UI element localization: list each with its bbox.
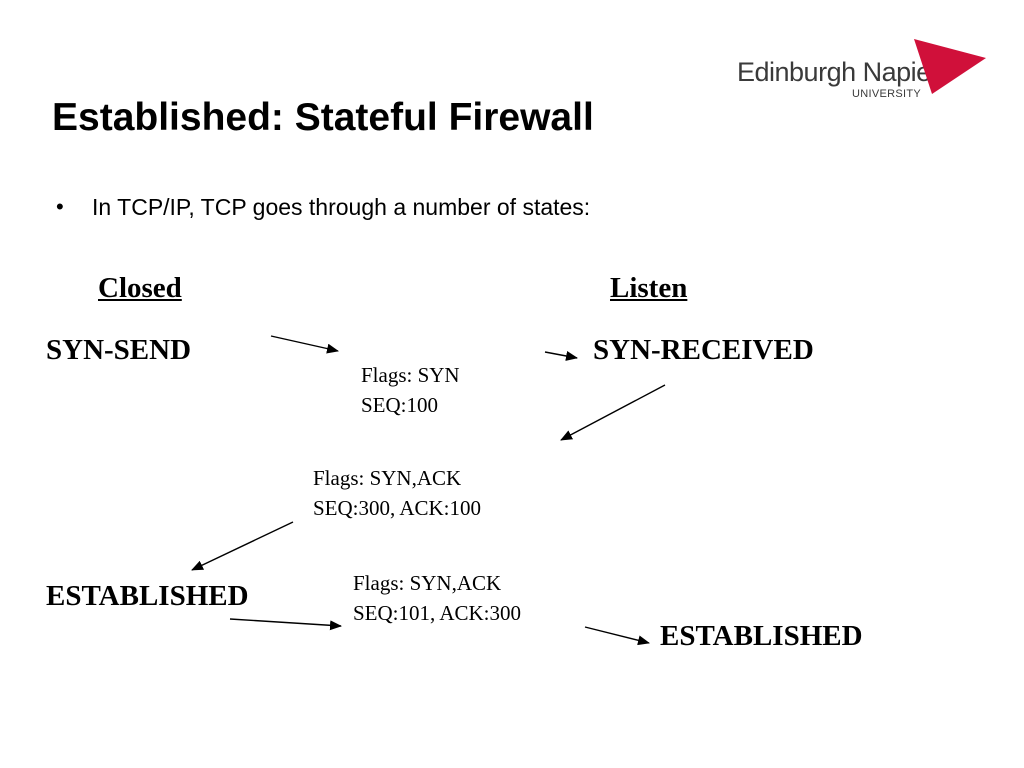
message-3-label: Flags: SYN,ACK SEQ:101, ACK:300 — [353, 568, 521, 628]
arrow-syn-1a — [270, 335, 339, 354]
message-2-seq: SEQ:300, ACK:100 — [313, 496, 482, 520]
arrow-synack-2a — [560, 384, 666, 441]
state-syn-received: SYN-RECEIVED — [593, 334, 814, 366]
message-3-seq: SEQ:101, ACK:300 — [353, 601, 522, 625]
bullet-icon: • — [56, 194, 64, 219]
header-listen: Listen — [610, 272, 688, 304]
state-established-server: ESTABLISHED — [660, 620, 863, 652]
arrow-ack-3a — [229, 618, 342, 631]
university-logo-subtitle: UNIVERSITY — [852, 88, 922, 100]
arrow-ack-3b — [584, 626, 650, 646]
message-2-label: Flags: SYN,ACK SEQ:300, ACK:100 — [313, 463, 481, 523]
header-closed: Closed — [98, 272, 182, 304]
message-1-label: Flags: SYN SEQ:100 — [361, 360, 460, 420]
university-logo-name: Edinburgh Napier — [737, 57, 940, 87]
bullet-text: In TCP/IP, TCP goes through a number of … — [92, 194, 591, 220]
state-established-client: ESTABLISHED — [46, 580, 249, 612]
slide-title: Established: Stateful Firewall — [52, 96, 594, 139]
arrow-syn-1b — [544, 351, 578, 361]
message-1-seq: SEQ:100 — [361, 393, 439, 417]
message-3-flags: Flags: SYN,ACK — [353, 571, 502, 595]
state-syn-send: SYN-SEND — [46, 334, 192, 366]
arrow-synack-2b — [191, 521, 294, 571]
logo-triangle-icon — [914, 39, 986, 94]
message-2-flags: Flags: SYN,ACK — [313, 466, 462, 490]
message-1-flags: Flags: SYN — [361, 363, 460, 387]
